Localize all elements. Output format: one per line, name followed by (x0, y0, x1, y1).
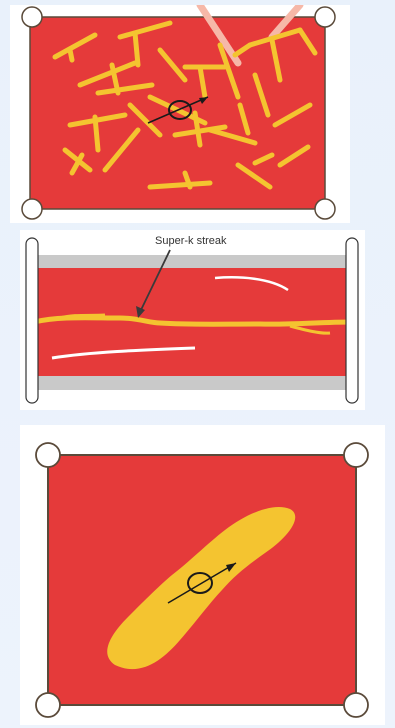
right-well (346, 238, 358, 403)
fractured-reservoir-panel (10, 5, 350, 223)
super-k-streak-figure: Super-k streak (20, 230, 365, 410)
super-k-streak-panel: Super-k streak (20, 230, 365, 410)
fractured-reservoir-figure (10, 5, 350, 223)
elongated-body-panel (20, 425, 385, 725)
super-k-streak-label: Super-k streak (155, 235, 227, 247)
left-well (26, 238, 38, 403)
elongated-body-figure (20, 425, 385, 725)
